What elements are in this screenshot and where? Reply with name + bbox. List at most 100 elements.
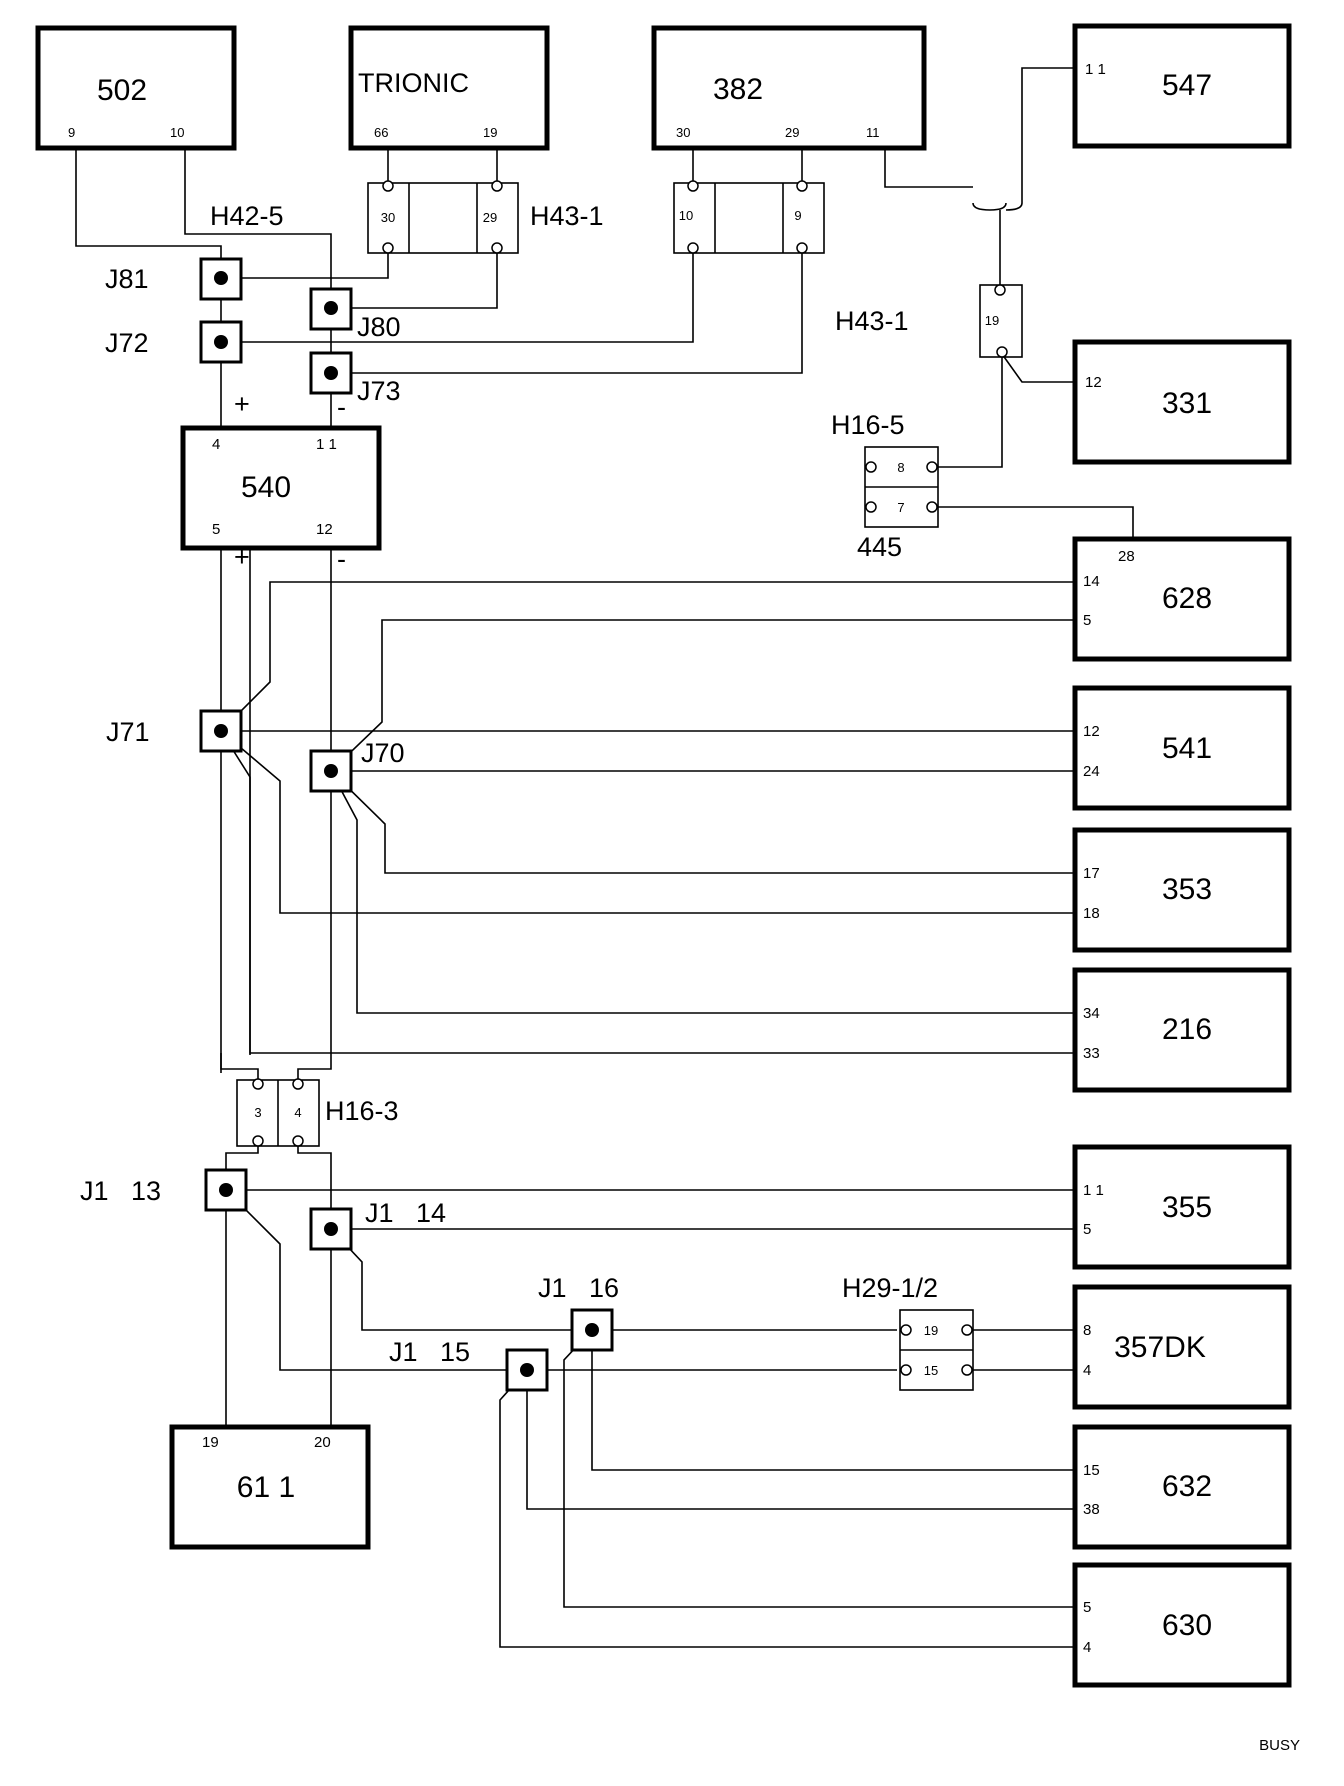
- polarity-plus-bottom: +: [234, 542, 250, 572]
- joint-j70: J70: [309, 738, 405, 793]
- joint-j71-label: J71: [106, 717, 150, 747]
- polarity-minus-top: -: [337, 392, 346, 422]
- component-357dk-pin-4: 4: [1083, 1362, 1091, 1379]
- component-382-label: 382: [713, 73, 763, 106]
- component-331: 331 12: [1072, 339, 1292, 465]
- joint-j1-16-label: J1 16: [538, 1273, 619, 1303]
- component-632-pin-15: 15: [1083, 1462, 1100, 1479]
- connector-h29-pin-19: 19: [924, 1323, 938, 1338]
- wire-502-9-j81: [75, 142, 222, 278]
- wire-j70-353-17: [330, 770, 1075, 874]
- connector-h43-1-left-label: H43-1: [530, 201, 604, 231]
- wire-19-h16-5: [933, 354, 1003, 468]
- wire-h43-10-j72: [221, 250, 694, 343]
- component-216-label: 216: [1162, 1013, 1212, 1046]
- joint-j1-14-label: J1 14: [365, 1198, 446, 1228]
- wire-j116-632-15: [591, 1330, 1075, 1471]
- component-357dk-label: 357DK: [1114, 1331, 1206, 1364]
- joint-j72-label: J72: [105, 328, 149, 358]
- connector-h29-label: H29-1/2: [842, 1273, 938, 1303]
- component-382-pin-30: 30: [676, 125, 690, 140]
- component-540: 540 4 1 1 5 12: [180, 425, 382, 551]
- wire-547-11: [1021, 67, 1075, 203]
- component-630-pin-4: 4: [1083, 1639, 1091, 1656]
- component-540-pin-12: 12: [316, 521, 333, 538]
- wire-h43-30-j81: [221, 250, 389, 279]
- wires: [75, 67, 1134, 1648]
- joint-j1-14: J1 14: [309, 1198, 446, 1251]
- joint-j71: J71: [106, 709, 243, 753]
- component-628-pin-28: 28: [1118, 548, 1135, 565]
- component-547: 547 1 1: [1072, 23, 1292, 149]
- component-628-pin-14: 14: [1083, 573, 1100, 590]
- component-trionic-pin-66: 66: [374, 125, 388, 140]
- component-357dk: 357DK 8 4: [1072, 1284, 1292, 1410]
- component-353-pin-17: 17: [1083, 865, 1100, 882]
- component-357dk-pin-8: 8: [1083, 1322, 1091, 1339]
- component-630-pin-5: 5: [1083, 1599, 1091, 1616]
- component-547-label: 547: [1162, 69, 1212, 102]
- connector-h16-3-pin-4: 4: [294, 1105, 301, 1120]
- wire-to-h16-3-3: [220, 1053, 259, 1084]
- component-611-label: 61 1: [237, 1471, 295, 1504]
- component-331-label: 331: [1162, 387, 1212, 420]
- connector-h29: 19 15 H29-1/2: [842, 1273, 974, 1391]
- connector-h43-1-left-pin-29: 29: [483, 210, 497, 225]
- wire-j70-628-5: [330, 619, 1075, 772]
- connector-h43-1-right: 10 9: [673, 180, 825, 254]
- connector-h16-5-pin-8: 8: [897, 460, 904, 475]
- wire-h16-5-7-628: [933, 506, 1134, 541]
- component-541-label: 541: [1162, 732, 1212, 765]
- joint-j80: J80: [309, 287, 401, 342]
- component-382-pin-29: 29: [785, 125, 799, 140]
- connector-h16-5-label: H16-5: [831, 410, 905, 440]
- joint-j81: J81: [105, 257, 243, 301]
- component-216-pin-33: 33: [1083, 1045, 1100, 1062]
- connector-single-19: 19: [979, 284, 1023, 358]
- connector-h16-3-label: H16-3: [325, 1096, 399, 1126]
- component-trionic: TRIONIC 66 19: [348, 25, 550, 151]
- wire-502-10-j80: [184, 142, 332, 308]
- connector-h16-3-pin-3: 3: [254, 1105, 261, 1120]
- component-502: 502 9 10: [35, 25, 237, 151]
- wire-crossover: [972, 202, 1007, 211]
- wire-j116-630-5: [563, 1329, 1075, 1608]
- connector-single-19-pin: 19: [985, 313, 999, 328]
- component-331-pin-12: 12: [1085, 374, 1102, 391]
- component-632-label: 632: [1162, 1470, 1212, 1503]
- component-216: 216 34 33: [1072, 967, 1292, 1093]
- component-355: 355 1 1 5: [1072, 1144, 1292, 1270]
- joint-j80-label: J80: [357, 312, 401, 342]
- component-540-pin-5: 5: [212, 521, 220, 538]
- component-540-label: 540: [241, 471, 291, 504]
- wire-to-h16-3-4: [297, 1057, 332, 1084]
- joint-j1-15-label: J1 15: [389, 1337, 470, 1367]
- component-540-pin-4: 4: [212, 436, 220, 453]
- component-630: 630 5 4: [1072, 1562, 1292, 1688]
- connector-h16-5-pin-7: 7: [897, 500, 904, 515]
- component-611-pin-20: 20: [314, 1434, 331, 1451]
- wire-j71-216-33: [220, 730, 1075, 1054]
- component-541-pin-12: 12: [1083, 723, 1100, 740]
- connector-h43-1-right-pin-10: 10: [679, 208, 693, 223]
- component-540-pin-11: 1 1: [316, 436, 337, 453]
- polarity-plus-top: +: [234, 389, 250, 419]
- connector-h43-1-left: 30 29 H43-1: [367, 180, 604, 254]
- component-628-pin-5: 5: [1083, 612, 1091, 629]
- joint-j1-15: J1 15: [389, 1337, 549, 1392]
- component-382-pin-11: 11: [866, 125, 880, 140]
- component-353: 353 17 18: [1072, 827, 1292, 953]
- wire-382-11: [884, 150, 973, 188]
- component-630-label: 630: [1162, 1609, 1212, 1642]
- wire-h43-9-j73: [331, 250, 803, 374]
- component-216-pin-34: 34: [1083, 1005, 1100, 1022]
- component-502-pin-10: 10: [170, 125, 184, 140]
- footer-label: BUSY: [1259, 1737, 1300, 1754]
- component-353-pin-18: 18: [1083, 905, 1100, 922]
- component-355-label: 355: [1162, 1191, 1212, 1224]
- wire-j113-j115: [225, 1189, 527, 1371]
- component-611-pin-19: 19: [202, 1434, 219, 1451]
- wire-h43-29-j80: [331, 250, 498, 309]
- component-trionic-pin-19: 19: [483, 125, 497, 140]
- component-628-label: 628: [1162, 582, 1212, 615]
